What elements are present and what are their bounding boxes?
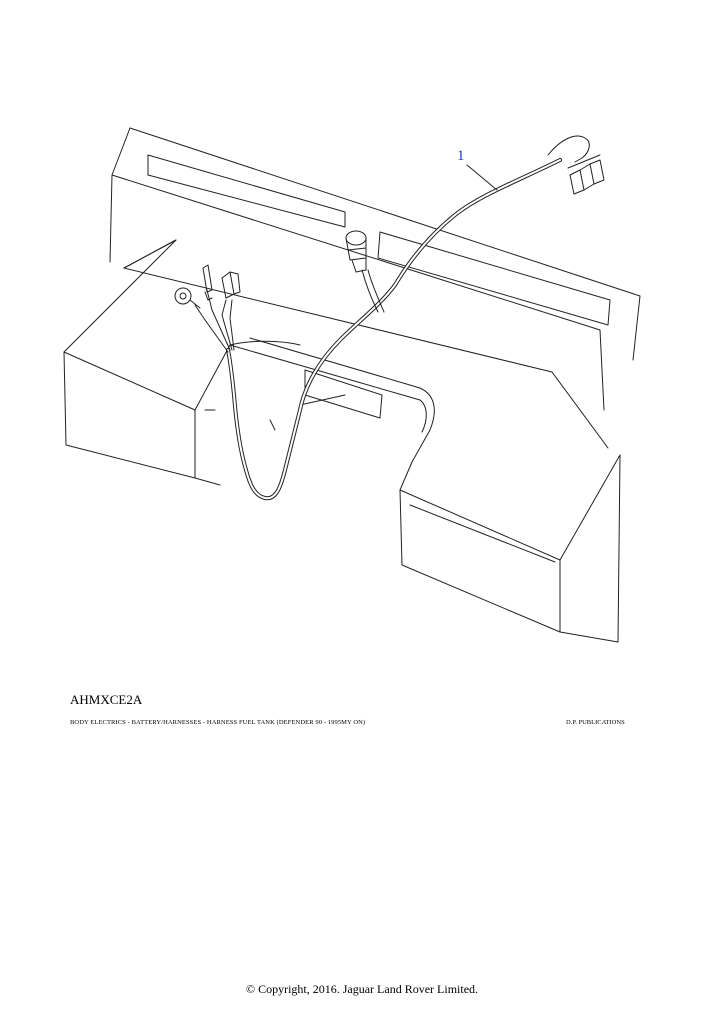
spade-terminals [202, 264, 241, 301]
harness-diagram [63, 127, 641, 643]
callout-leader [466, 164, 498, 191]
harness-cable [194, 158, 562, 501]
publisher-caption: D.P. PUBLICATIONS [566, 719, 625, 726]
round-connector [345, 230, 367, 273]
diagram-caption: BODY ELECTRICS - BATTERY/HARNESSES - HAR… [70, 719, 366, 726]
illustration-code: AHMXCE2A [70, 692, 143, 707]
multi-plug-connector [547, 135, 605, 195]
copyright-footer: © Copyright, 2016. Jaguar Land Rover Lim… [245, 982, 479, 996]
callout-number: 1 [457, 148, 465, 164]
rear-body-panel [109, 127, 641, 411]
floor-panel [63, 239, 621, 643]
ring-terminal [174, 287, 201, 309]
